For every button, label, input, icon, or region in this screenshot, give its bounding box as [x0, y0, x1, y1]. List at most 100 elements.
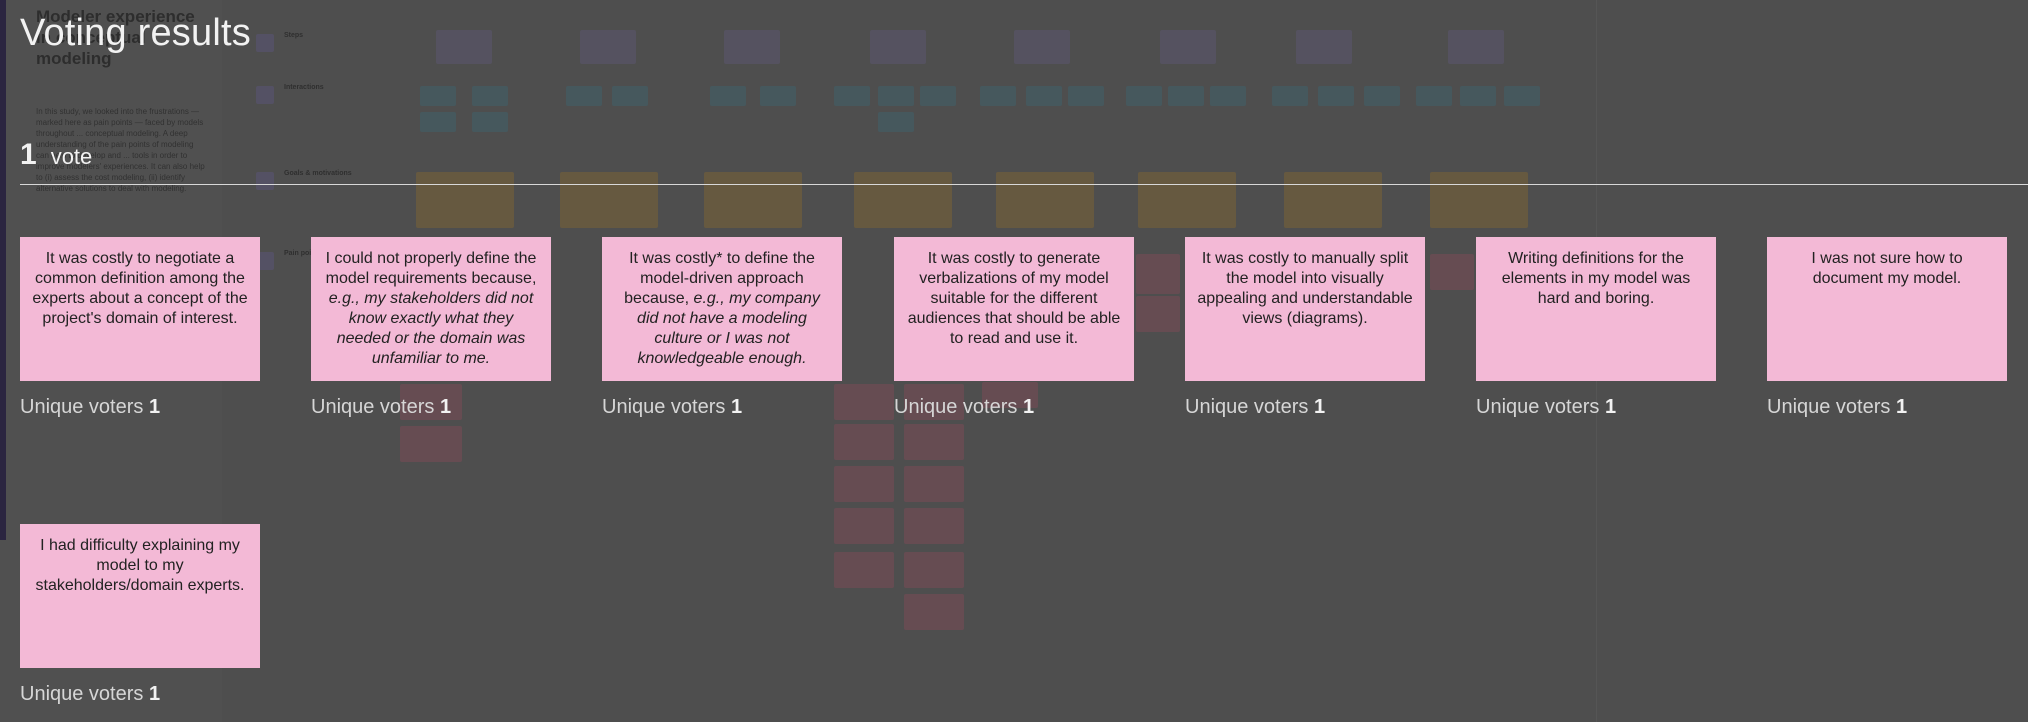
note-text: I could not properly define the model re…	[325, 250, 537, 287]
board-step-card	[580, 30, 636, 64]
board-chip	[1318, 86, 1354, 106]
board-goal-card	[1284, 172, 1382, 228]
board-chip	[1364, 86, 1400, 106]
board-chip	[1168, 86, 1204, 106]
sticky-note[interactable]: It was costly to negotiate a common defi…	[20, 237, 260, 381]
unique-voters-label: Unique voters	[602, 396, 726, 418]
unique-voters: Unique voters 1	[311, 396, 451, 419]
steps-icon	[256, 34, 274, 52]
note-text: It was costly* to define the model-drive…	[624, 250, 815, 307]
unique-voters-label: Unique voters	[1185, 396, 1309, 418]
board-chip	[420, 112, 456, 132]
board-chip	[1126, 86, 1162, 106]
unique-voters: Unique voters 1	[20, 683, 160, 706]
note-text: It was costly to generate verbalizations…	[907, 250, 1121, 347]
board-step-card	[1448, 30, 1504, 64]
board-chip	[1272, 86, 1308, 106]
unique-voters-count: 1	[148, 396, 161, 418]
note-text: I was not sure how to document my model.	[1811, 250, 1963, 287]
board-chip	[420, 86, 456, 106]
unique-voters: Unique voters 1	[1185, 396, 1325, 419]
board-chip	[472, 86, 508, 106]
note-text: Writing definitions for the elements in …	[1501, 250, 1691, 307]
board-chip	[1460, 86, 1496, 106]
sticky-note[interactable]: Writing definitions for the elements in …	[1476, 237, 1716, 381]
row-label-steps: Steps	[284, 32, 304, 39]
voting-results-title: Voting results	[20, 12, 251, 54]
sticky-note[interactable]: I was not sure how to document my model.	[1767, 237, 2007, 381]
note-text-emphasis: e.g., my company did not have a modeling…	[637, 290, 820, 367]
board-chip	[920, 86, 956, 106]
unique-voters: Unique voters 1	[894, 396, 1034, 419]
unique-voters-count: 1	[1604, 396, 1617, 418]
board-pain-note	[904, 594, 964, 630]
board-chip	[834, 86, 870, 106]
unique-voters-label: Unique voters	[1767, 396, 1891, 418]
unique-voters-count: 1	[439, 396, 452, 418]
note-text: It was costly to negotiate a common defi…	[32, 250, 248, 327]
vote-group-heading: 1 vote	[20, 138, 92, 172]
note-text: I had difficulty explaining my model to …	[35, 537, 245, 594]
unique-voters-count: 1	[1313, 396, 1326, 418]
board-pain-note	[904, 466, 964, 502]
unique-voters-label: Unique voters	[1476, 396, 1600, 418]
board-pain-note	[834, 384, 894, 420]
board-chip	[566, 86, 602, 106]
board-pain-note	[904, 552, 964, 588]
note-text: It was costly to manually split the mode…	[1197, 250, 1413, 327]
sticky-note[interactable]: I had difficulty explaining my model to …	[20, 524, 260, 668]
board-chip	[1416, 86, 1452, 106]
board-pain-note	[400, 384, 462, 420]
board-chip	[1068, 86, 1104, 106]
board-goal-card	[416, 172, 514, 228]
board-pain-note	[834, 424, 894, 460]
pain-points-icon	[256, 252, 274, 270]
board-edge-stripe	[0, 0, 6, 540]
board-step-card	[1160, 30, 1216, 64]
board-step-card	[870, 30, 926, 64]
board-chip	[1504, 86, 1540, 106]
unique-voters-label: Unique voters	[894, 396, 1018, 418]
unique-voters-label: Unique voters	[20, 396, 144, 418]
board-goal-card	[704, 172, 802, 228]
board-chip	[760, 86, 796, 106]
board-step-card	[1014, 30, 1070, 64]
unique-voters: Unique voters 1	[1767, 396, 1907, 419]
vote-label: vote	[50, 144, 93, 169]
unique-voters-label: Unique voters	[311, 396, 435, 418]
sticky-note[interactable]: I could not properly define the model re…	[311, 237, 551, 381]
sticky-note[interactable]: It was costly to manually split the mode…	[1185, 237, 1425, 381]
board-chip	[612, 86, 648, 106]
board-pain-note	[400, 426, 462, 462]
board-goal-card	[1430, 172, 1528, 228]
board-pain-note	[982, 382, 1038, 408]
board-pain-note	[1430, 254, 1474, 290]
vote-group-divider	[20, 184, 2028, 185]
unique-voters-label: Unique voters	[20, 683, 144, 705]
board-goal-card	[854, 172, 952, 228]
board-chip	[472, 112, 508, 132]
unique-voters-count: 1	[730, 396, 743, 418]
board-step-card	[1296, 30, 1352, 64]
unique-voters-count: 1	[148, 683, 161, 705]
board-chip	[980, 86, 1016, 106]
board-intro-text: In this study, we looked into the frustr…	[36, 107, 205, 193]
vote-count: 1	[20, 138, 37, 171]
board-pain-note	[904, 384, 964, 420]
board-pain-note	[1136, 254, 1180, 294]
unique-voters: Unique voters 1	[1476, 396, 1616, 419]
board-title: Modeler experience in conceptual modelin…	[36, 7, 195, 68]
sticky-note[interactable]: It was costly* to define the model-drive…	[602, 237, 842, 381]
board-step-card	[436, 30, 492, 64]
interactions-icon	[256, 86, 274, 104]
unique-voters-count: 1	[1895, 396, 1908, 418]
board-goal-card	[1138, 172, 1236, 228]
board-chip	[878, 86, 914, 106]
board-pain-note	[834, 466, 894, 502]
sticky-note[interactable]: It was costly to generate verbalizations…	[894, 237, 1134, 381]
row-label-goals: Goals & motivations	[284, 170, 352, 177]
board-pain-note	[904, 424, 964, 460]
board-step-card	[724, 30, 780, 64]
row-label-pain-points: Pain points	[284, 250, 322, 257]
row-label-interactions: Interactions	[284, 84, 324, 91]
